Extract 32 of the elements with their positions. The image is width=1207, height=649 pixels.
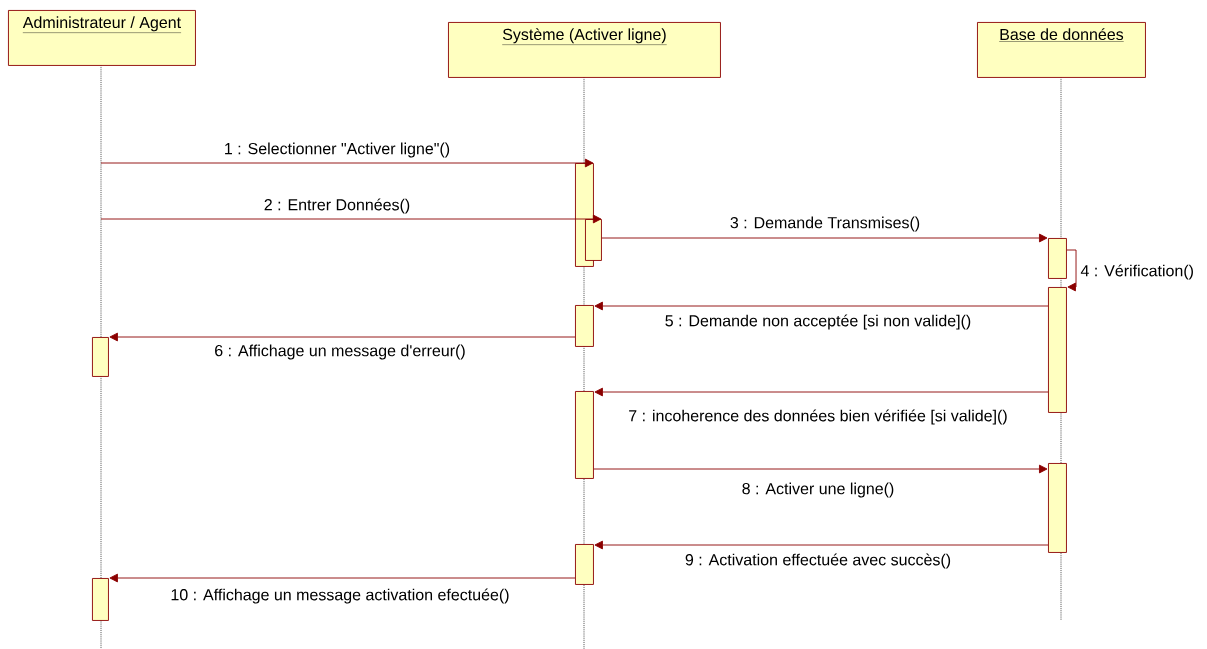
message-arrow bbox=[594, 540, 1049, 550]
lifeline-head: Administrateur / Agent bbox=[8, 10, 196, 66]
edge-label: 10 : Affichage un message activation efectuée() bbox=[169, 587, 511, 605]
activation-bar bbox=[1048, 287, 1067, 413]
message-arrow bbox=[593, 464, 1048, 474]
activation-bar bbox=[575, 391, 594, 479]
edge-label: 4 : Vérification() bbox=[1079, 263, 1195, 281]
message-arrow bbox=[100, 214, 602, 224]
edge-label: 7 : incoherence des données bien vérifiée [si valide]() bbox=[627, 408, 1009, 426]
edge-label: 6 : Affichage un message d'erreur() bbox=[213, 343, 467, 361]
activation-bar bbox=[1048, 238, 1067, 279]
activation-bar bbox=[575, 305, 594, 347]
activation-bar bbox=[575, 544, 594, 585]
edge-label: 5 : Demande non acceptée [si non valide]() bbox=[663, 313, 973, 331]
message-arrow bbox=[109, 332, 576, 342]
message-arrow bbox=[594, 387, 1049, 397]
edge-label: 3 : Demande Transmises() bbox=[728, 215, 922, 233]
edge-label: 2 : Entrer Données() bbox=[262, 197, 412, 215]
message-arrow bbox=[100, 158, 594, 168]
message-arrow bbox=[1066, 249, 1077, 292]
message-arrow bbox=[109, 573, 576, 583]
edge-label: 1 : Selectionner "Activer ligne"() bbox=[222, 141, 452, 159]
activation-bar bbox=[585, 219, 602, 261]
edge-label: 9 : Activation effectuée avec succès() bbox=[683, 552, 953, 570]
activation-bar bbox=[92, 337, 109, 377]
activation-bar bbox=[1048, 463, 1067, 553]
message-arrow bbox=[601, 233, 1048, 243]
activation-bar bbox=[92, 578, 109, 621]
lifeline-head: Système (Activer ligne) bbox=[448, 22, 721, 78]
lifeline-head: Base de données bbox=[977, 22, 1146, 78]
message-arrow bbox=[594, 301, 1049, 311]
edge-label: 8 : Activer une ligne() bbox=[740, 481, 896, 499]
